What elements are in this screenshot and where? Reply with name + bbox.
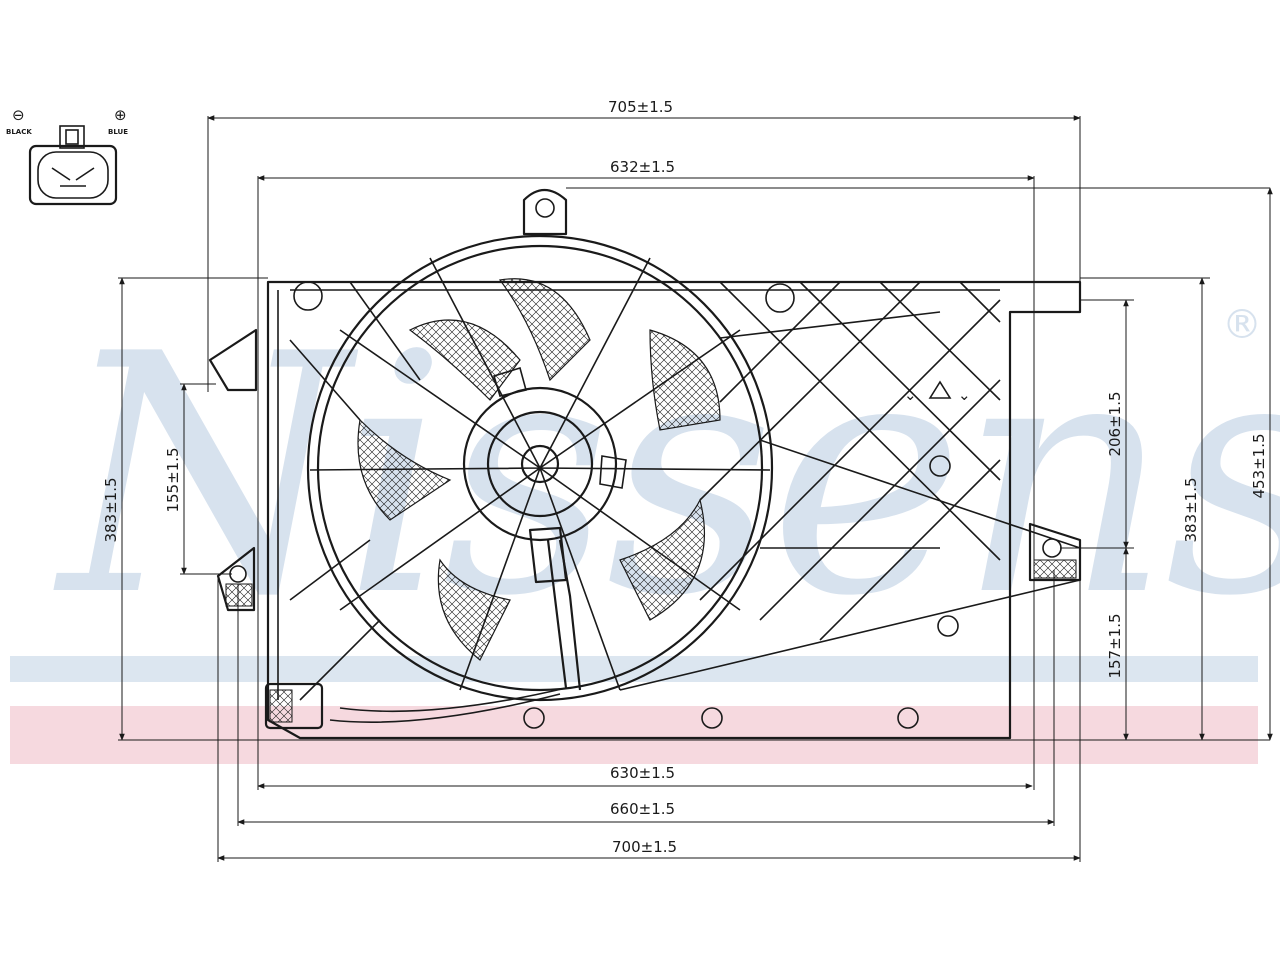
dimension-lines: 705±1.5 632±1.5 630±1.5 660±1.5 700±1.5 …	[102, 98, 1273, 862]
dim-top-inner: 632±1.5	[610, 158, 675, 176]
connector-pin-left-symbol: ⊖	[12, 106, 25, 124]
dim-right-mid: 383±1.5	[1182, 477, 1200, 542]
dim-right-lower: 157±1.5	[1106, 613, 1124, 678]
connector-pin-right-symbol: ⊕	[114, 106, 127, 124]
shroud-struts	[289, 281, 1081, 701]
dim-bottom-inner: 630±1.5	[610, 764, 675, 782]
dim-bottom-outer: 700±1.5	[612, 838, 677, 856]
watermark: Nissens ®	[10, 284, 1280, 764]
connector-pin-right-label: BLUE	[108, 128, 128, 136]
fan-shroud: ⌄ ⌄	[208, 188, 1082, 740]
dim-bottom-mid: 660±1.5	[610, 800, 675, 818]
fan-rotor	[264, 234, 774, 730]
dim-left-outer: 383±1.5	[102, 477, 120, 542]
svg-text:⌄: ⌄	[904, 386, 917, 404]
dim-right-outer: 453±1.5	[1250, 433, 1268, 498]
watermark-band-pink	[10, 706, 1258, 764]
dim-top-outer: 705±1.5	[608, 98, 673, 116]
watermark-registered-mark: ®	[1222, 302, 1262, 348]
dim-left-inner: 155±1.5	[164, 447, 182, 512]
connector-inset: ⊖ ⊕ BLACK BLUE	[6, 106, 128, 206]
svg-text:⌄: ⌄	[958, 386, 971, 404]
connector-pin-left-label: BLACK	[6, 128, 32, 136]
dim-right-upper: 206±1.5	[1106, 391, 1124, 456]
